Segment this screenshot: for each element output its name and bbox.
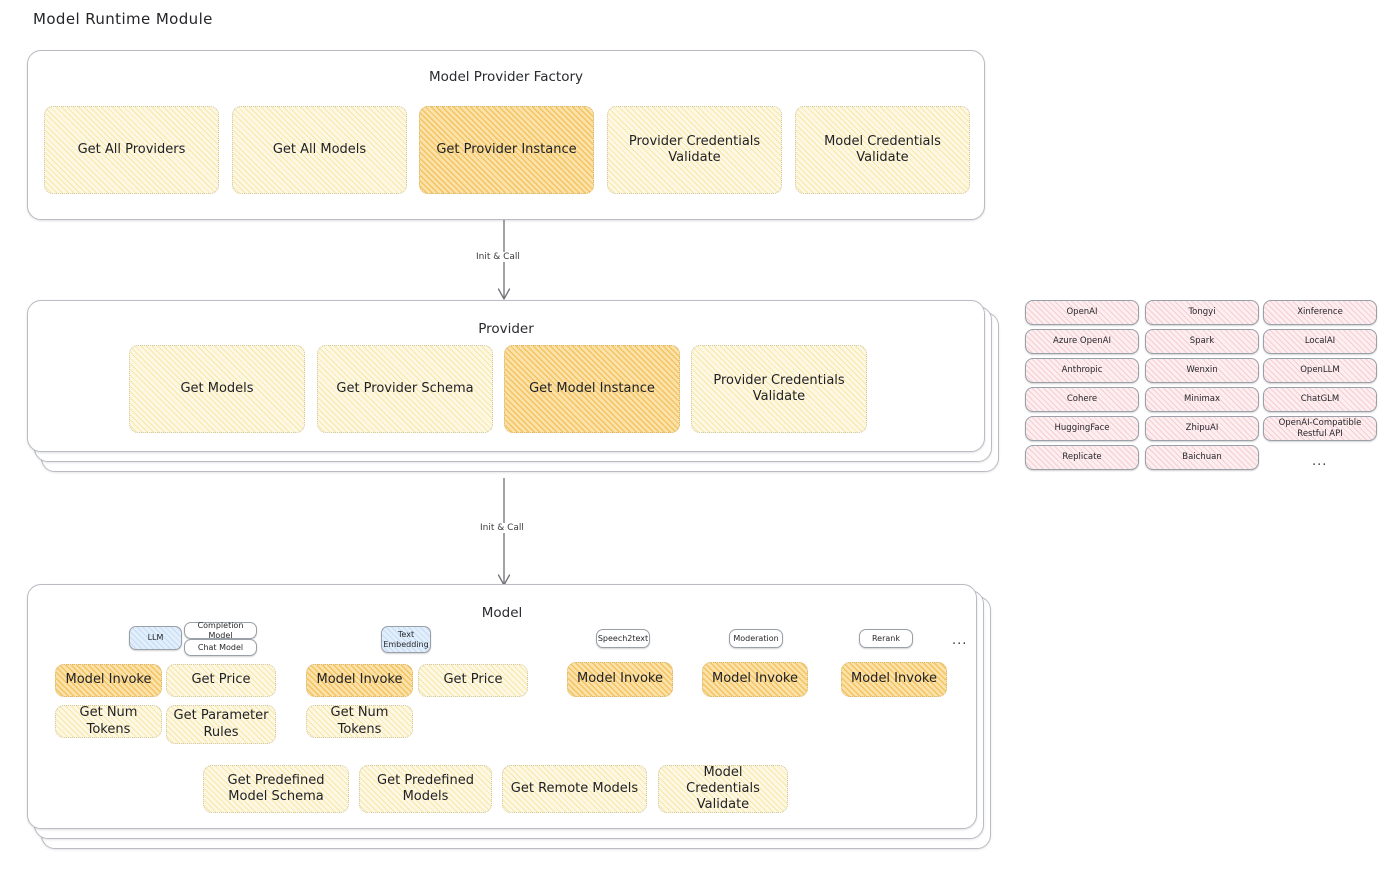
model-type-badge-llm[interactable]: LLM bbox=[129, 626, 182, 650]
model-common-method-get-remote-models[interactable]: Get Remote Models bbox=[502, 765, 647, 813]
model-moderation-method-model-invoke[interactable]: Model Invoke bbox=[702, 662, 808, 697]
page-title: Model Runtime Module bbox=[33, 10, 213, 28]
provider-chip-spark[interactable]: Spark bbox=[1145, 329, 1259, 354]
provider-chip-openai[interactable]: OpenAI bbox=[1025, 300, 1139, 325]
provider-chip-zhipuai[interactable]: ZhipuAI bbox=[1145, 416, 1259, 441]
model-subtype-badge-completion-model[interactable]: Completion Model bbox=[184, 621, 257, 640]
provider-method-get-models[interactable]: Get Models bbox=[129, 345, 305, 433]
factory-method-get-provider-instance[interactable]: Get Provider Instance bbox=[419, 106, 594, 194]
factory-method-get-all-providers[interactable]: Get All Providers bbox=[44, 106, 219, 194]
provider-method-get-model-instance[interactable]: Get Model Instance bbox=[504, 345, 680, 433]
model-common-method-get-predefined-models[interactable]: Get Predefined Models bbox=[359, 765, 492, 813]
provider-chip-azure-openai[interactable]: Azure OpenAI bbox=[1025, 329, 1139, 354]
model-subtype-badge-chat-model[interactable]: Chat Model bbox=[184, 639, 257, 656]
model-llm-method-model-invoke[interactable]: Model Invoke bbox=[55, 664, 162, 697]
model-text-embedding-method-get-num-tokens[interactable]: Get Num Tokens bbox=[306, 705, 413, 738]
provider-chip-xinference[interactable]: Xinference bbox=[1263, 300, 1377, 325]
provider-method-get-provider-schema[interactable]: Get Provider Schema bbox=[317, 345, 493, 433]
model-types-ellipsis: ... bbox=[952, 633, 968, 648]
provider-chip-anthropic[interactable]: Anthropic bbox=[1025, 358, 1139, 383]
model-llm-method-get-num-tokens[interactable]: Get Num Tokens bbox=[55, 705, 162, 738]
factory-method-model-credentials-validate[interactable]: Model Credentials Validate bbox=[795, 106, 970, 194]
model-type-badge-speech2text[interactable]: Speech2text bbox=[596, 629, 650, 648]
provider-chip-minimax[interactable]: Minimax bbox=[1145, 387, 1259, 412]
provider-chip-chatglm[interactable]: ChatGLM bbox=[1263, 387, 1377, 412]
provider-chip-localai[interactable]: LocalAI bbox=[1263, 329, 1377, 354]
model-llm-method-get-price[interactable]: Get Price bbox=[166, 664, 276, 697]
model-llm-method-get-parameter-rules[interactable]: Get Parameter Rules bbox=[166, 705, 276, 744]
model-provider-factory-title: Model Provider Factory bbox=[428, 69, 583, 85]
model-type-badge-moderation[interactable]: Moderation bbox=[729, 629, 783, 648]
provider-chip-replicate[interactable]: Replicate bbox=[1025, 445, 1139, 470]
arrow-factory-to-provider-label: Init & Call bbox=[473, 252, 523, 262]
provider-chip-cohere[interactable]: Cohere bbox=[1025, 387, 1139, 412]
provider-chip-openllm[interactable]: OpenLLM bbox=[1263, 358, 1377, 383]
model-type-badge-rerank[interactable]: Rerank bbox=[859, 629, 913, 648]
model-type-badge-text-embedding[interactable]: Text Embedding bbox=[381, 626, 431, 653]
factory-method-get-all-models[interactable]: Get All Models bbox=[232, 106, 407, 194]
provider-chip-tongyi[interactable]: Tongyi bbox=[1145, 300, 1259, 325]
model-text-embedding-method-get-price[interactable]: Get Price bbox=[418, 664, 528, 697]
model-common-method-get-predefined-model-schema[interactable]: Get Predefined Model Schema bbox=[203, 765, 349, 813]
provider-method-provider-credentials-validate[interactable]: Provider Credentials Validate bbox=[691, 345, 867, 433]
model-rerank-method-model-invoke[interactable]: Model Invoke bbox=[841, 662, 947, 697]
provider-list-ellipsis: ... bbox=[1312, 454, 1328, 469]
model-text-embedding-method-model-invoke[interactable]: Model Invoke bbox=[306, 664, 413, 697]
model-title: Model bbox=[481, 605, 523, 621]
provider-chip-openai-compatible-restful-api[interactable]: OpenAI-Compatible Restful API bbox=[1263, 416, 1377, 441]
provider-chip-baichuan[interactable]: Baichuan bbox=[1145, 445, 1259, 470]
factory-method-provider-credentials-validate[interactable]: Provider Credentials Validate bbox=[607, 106, 782, 194]
provider-chip-wenxin[interactable]: Wenxin bbox=[1145, 358, 1259, 383]
model-common-method-model-credentials-validate[interactable]: Model Credentials Validate bbox=[658, 765, 788, 813]
model-speech2text-method-model-invoke[interactable]: Model Invoke bbox=[567, 662, 673, 697]
arrow-provider-to-model-label: Init & Call bbox=[477, 523, 527, 533]
provider-chip-huggingface[interactable]: HuggingFace bbox=[1025, 416, 1139, 441]
provider-title: Provider bbox=[478, 321, 534, 337]
